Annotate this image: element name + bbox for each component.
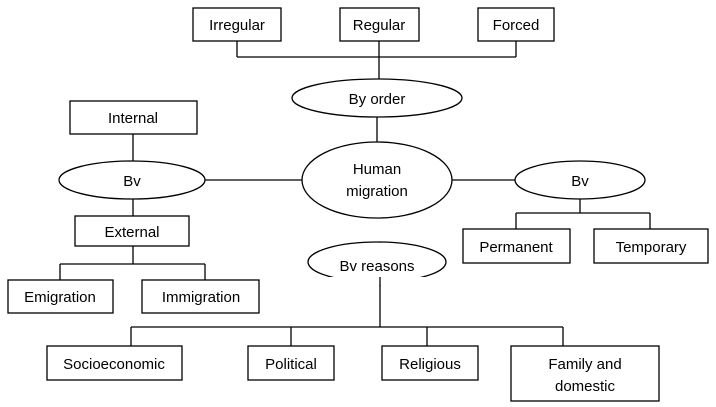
center-node: Human migration: [301, 141, 453, 219]
internal-node: Internal: [69, 100, 198, 135]
external-item-emigration-label: Emigration: [24, 289, 96, 306]
reason-item-family-line2: domestic: [555, 378, 616, 395]
order-item-regular: Regular: [339, 7, 420, 42]
duration-item-permanent: Permanent: [462, 228, 571, 264]
reason-item-political-label: Political: [265, 356, 317, 373]
external-label: External: [104, 224, 159, 241]
external-node: External: [74, 215, 190, 247]
by-duration-node: Bv: [514, 160, 646, 200]
reason-item-religious: Religious: [381, 345, 479, 381]
duration-item-temporary: Temporary: [593, 228, 709, 264]
order-item-irregular-label: Irregular: [209, 17, 265, 34]
duration-item-permanent-label: Permanent: [479, 239, 553, 256]
by-order-node: By order: [291, 78, 463, 118]
external-item-immigration: Immigration: [141, 279, 260, 314]
external-item-emigration: Emigration: [7, 279, 114, 314]
order-item-forced: Forced: [477, 7, 555, 42]
by-territory-node: Bv: [58, 160, 206, 200]
reason-item-socioeconomic-label: Socioeconomic: [63, 356, 165, 373]
by-duration-label: Bv: [571, 173, 589, 190]
reason-item-family: Family and domestic: [510, 345, 660, 402]
reason-item-family-line1: Family and: [548, 356, 621, 373]
order-item-irregular: Irregular: [192, 7, 282, 42]
reason-item-religious-label: Religious: [399, 356, 461, 373]
center-label-line2: migration: [346, 183, 408, 200]
order-item-regular-label: Regular: [353, 17, 406, 34]
reason-item-political: Political: [247, 345, 335, 381]
by-order-label: By order: [349, 91, 406, 108]
external-item-immigration-label: Immigration: [162, 289, 240, 306]
duration-item-temporary-label: Temporary: [616, 239, 687, 256]
internal-label: Internal: [108, 110, 158, 127]
by-reasons-node: Bv reasons: [300, 241, 450, 286]
reason-item-socioeconomic: Socioeconomic: [46, 345, 183, 381]
by-territory-label: Bv: [123, 173, 141, 190]
connectors: [59, 41, 651, 346]
order-item-forced-label: Forced: [493, 17, 540, 34]
center-label-line1: Human: [353, 161, 401, 178]
by-reasons-label: Bv reasons: [339, 258, 414, 275]
